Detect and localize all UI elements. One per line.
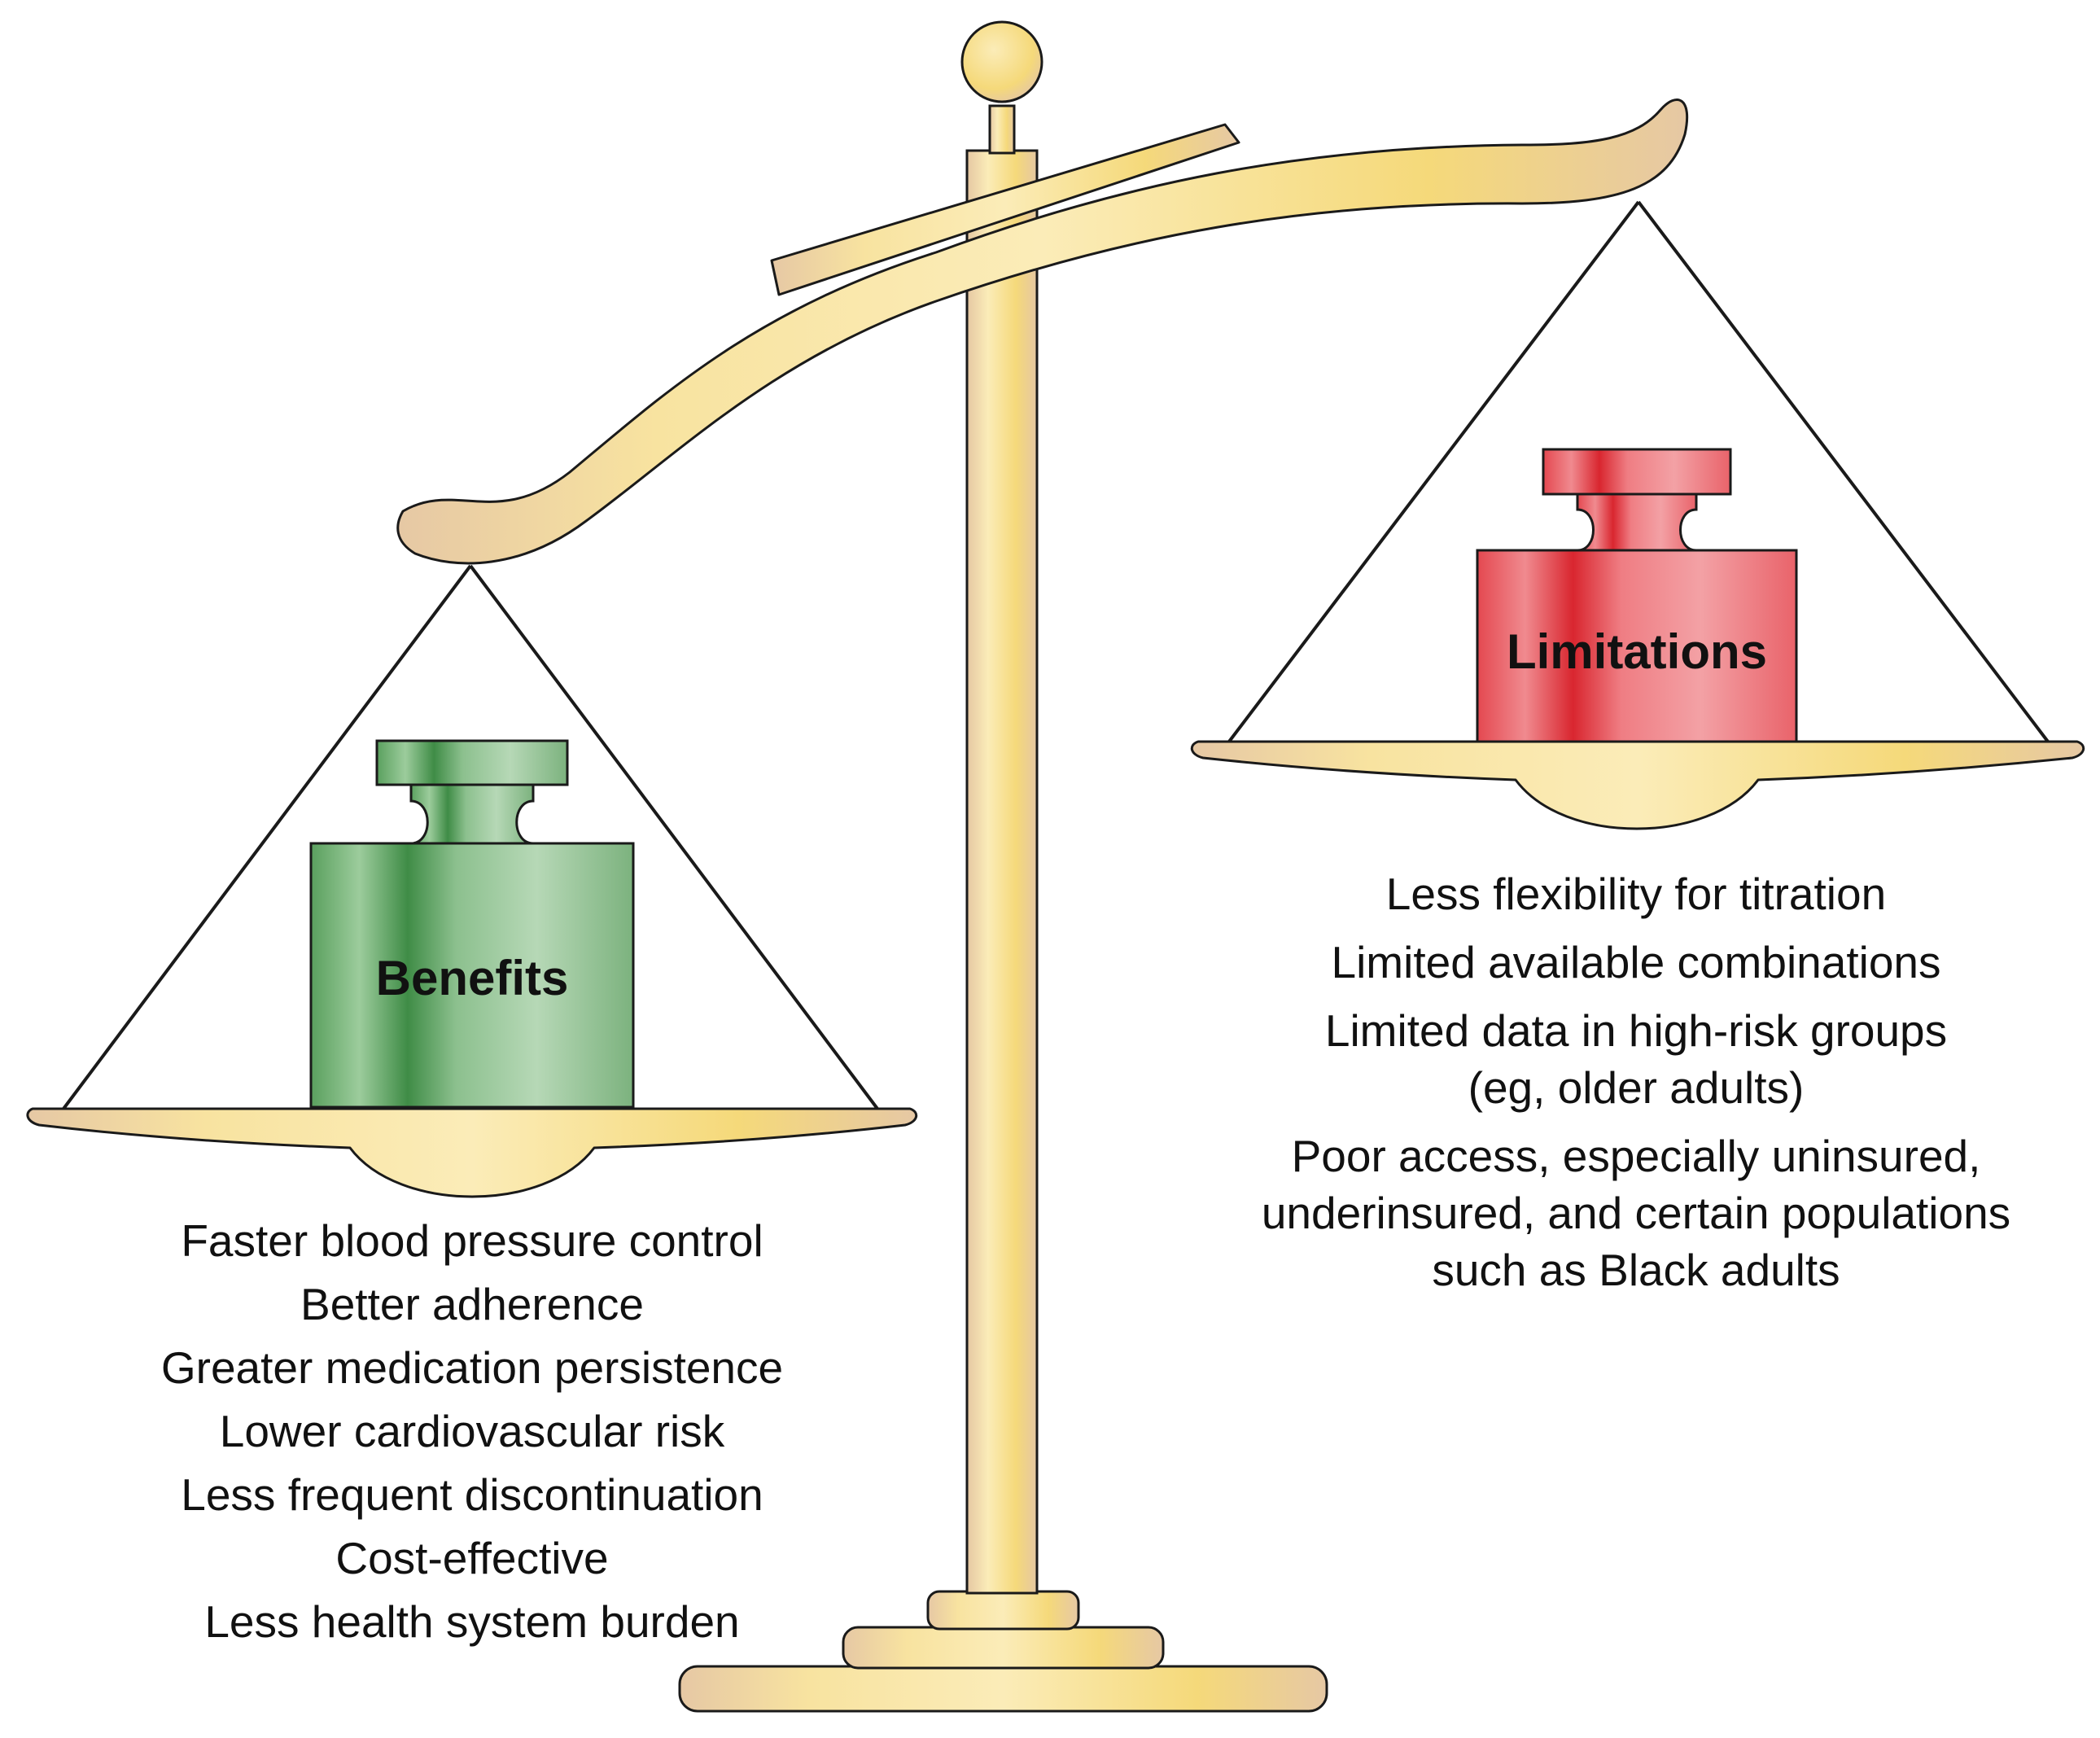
benefit-item: Better adherence: [300, 1279, 644, 1329]
benefit-item: Faster blood pressure control: [181, 1215, 763, 1266]
knob: [960, 20, 1043, 103]
limitation-item: Limited data in high-risk groups: [1324, 1005, 1948, 1056]
benefits-weight-label: Benefits: [376, 951, 569, 1005]
limitations-weight-label: Limitations: [1507, 624, 1767, 679]
limitation-item-continued: underinsured, and certain populations: [1261, 1188, 2011, 1238]
limitation-item-continued: such as Black adults: [1432, 1245, 1840, 1295]
limitation-item: Limited available combinations: [1331, 937, 1941, 987]
left-pan: [26, 1107, 918, 1198]
scale-base: [678, 1590, 1328, 1713]
limitation-item: Poor access, especially uninsured,: [1291, 1131, 1981, 1181]
limitation-item-continued: (eg, older adults): [1468, 1062, 1805, 1113]
limitations-weight: Limitations: [1476, 448, 1798, 744]
benefit-item: Less health system burden: [204, 1596, 740, 1647]
limitation-item: Less flexibility for titration: [1385, 869, 1887, 919]
left-pan-strings: [62, 564, 879, 1110]
benefit-item: Greater medication persistence: [160, 1342, 784, 1393]
right-pan-strings: [1227, 200, 2050, 743]
benefits-list: Faster blood pressure control Better adh…: [65, 1209, 879, 1653]
scale-beam: [396, 99, 1689, 565]
benefit-item: Less frequent discontinuation: [181, 1469, 763, 1520]
benefit-item: Cost-effective: [335, 1533, 609, 1583]
limitations-list: Less flexibility for titration Limited a…: [1164, 865, 2100, 1298]
benefits-weight: Benefits: [309, 739, 635, 1109]
scale-post: [960, 20, 1043, 1595]
right-pan: [1190, 740, 2085, 830]
benefit-item: Lower cardiovascular risk: [219, 1406, 725, 1456]
